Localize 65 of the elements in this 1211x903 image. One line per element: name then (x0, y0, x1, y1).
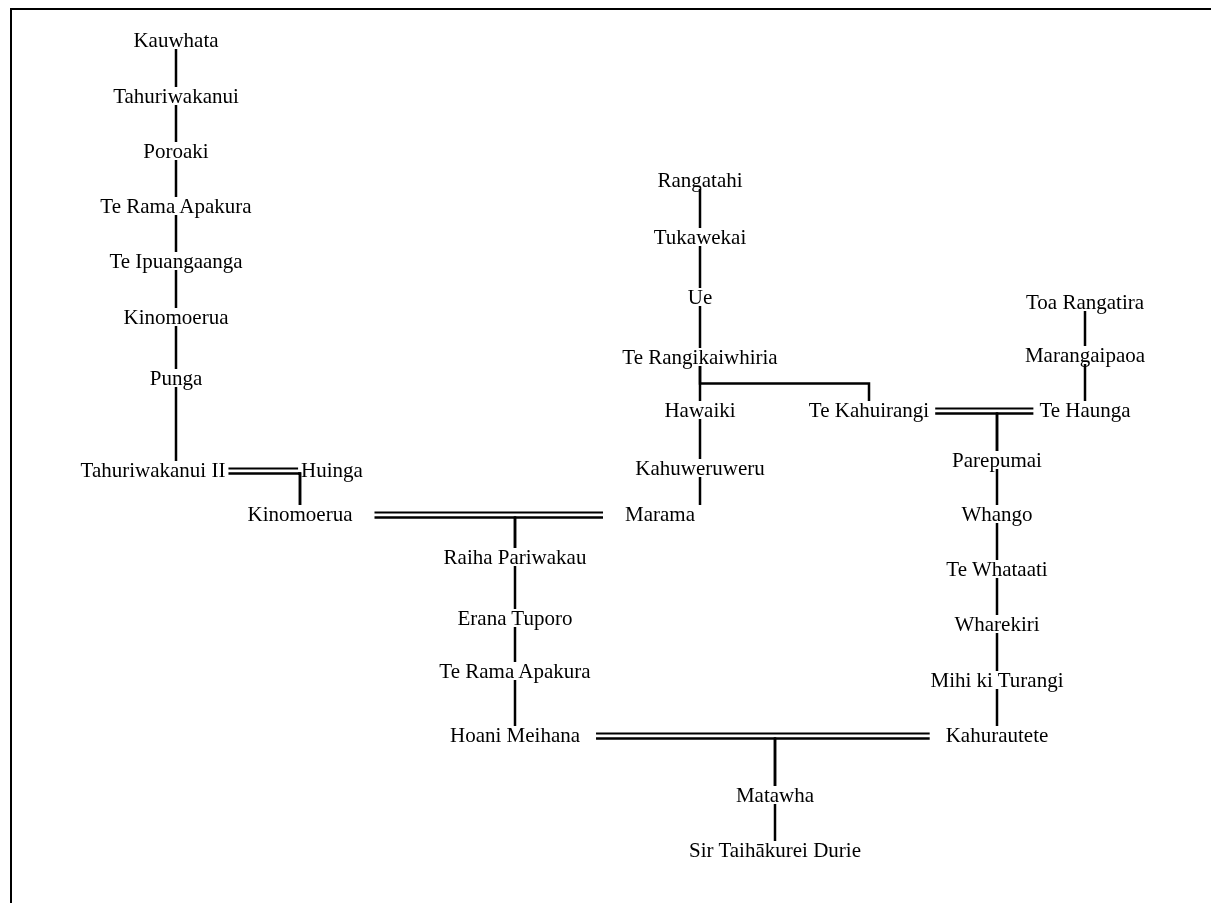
person-name: Hoani Meihana (450, 723, 580, 747)
person-name: Te Whataati (946, 557, 1048, 581)
descent-line (1083, 364, 1087, 401)
person-name: Te Ipuangaanga (109, 249, 243, 273)
person-name: Marama (625, 502, 695, 526)
person-name: Kahuweruweru (635, 456, 765, 480)
marriage-line (373, 511, 604, 514)
descent-line (698, 189, 702, 228)
descent-line (513, 566, 517, 609)
person-name: Marangaipaoa (1024, 343, 1146, 367)
marriage-line (595, 732, 931, 735)
descent-line (1083, 311, 1087, 346)
descent-line (995, 469, 999, 505)
marriage-line (934, 407, 1035, 410)
person-name: Whango (961, 502, 1033, 526)
descent-line (773, 737, 930, 786)
person-name: Kinomoerua (123, 305, 229, 329)
descent-line (513, 627, 517, 662)
descent-line (698, 246, 702, 288)
descent-line (995, 578, 999, 615)
person-name: Tukawekai (653, 225, 747, 249)
person-name: Rangatahi (657, 168, 743, 192)
descent-line (773, 804, 777, 841)
person-name: Te Haunga (1039, 398, 1131, 422)
descent-line (995, 689, 999, 726)
person-name: Tahuriwakanui (113, 84, 239, 108)
descent-line (995, 633, 999, 671)
person-name: Poroaki (143, 139, 209, 163)
descent-line (297, 472, 302, 505)
descent-line (995, 412, 1034, 451)
person-name: Te Rama Apakura (100, 194, 252, 218)
descent-line (698, 419, 702, 459)
person-name: Hawaiki (664, 398, 736, 422)
person-name: Parepumai (952, 448, 1042, 472)
descent-line (174, 160, 178, 197)
descent-line (698, 477, 702, 505)
person-name: Punga (149, 366, 203, 390)
person-name: Kinomoerua (247, 502, 353, 526)
person-name: Raiha Pariwakau (443, 545, 587, 569)
person-name: Sir Taihākurei Durie (689, 838, 861, 862)
descent-line (698, 306, 702, 348)
descent-line (174, 326, 178, 369)
person-name: Huinga (301, 458, 363, 482)
descent-line (174, 215, 178, 252)
descent-line (174, 105, 178, 142)
person-name: Kauwhata (133, 28, 219, 52)
person-name: Te Rangikaiwhiria (622, 345, 778, 369)
descent-line (995, 523, 999, 560)
descent-line (698, 366, 871, 401)
descent-line (513, 680, 517, 726)
person-name: Matawha (735, 783, 815, 807)
descent-line (174, 270, 178, 308)
person-name: Erana Tuporo (457, 606, 573, 630)
person-name: Mihi ki Turangi (930, 668, 1064, 692)
person-name: Te Kahuirangi (808, 398, 930, 422)
person-name: Ue (687, 285, 713, 309)
person-name: Wharekiri (954, 612, 1040, 636)
person-name: Kahurautete (945, 723, 1049, 747)
descent-line (513, 516, 603, 548)
descent-line (174, 49, 178, 87)
person-name: Toa Rangatira (1025, 290, 1145, 314)
descent-line (174, 387, 178, 461)
marriage-line (227, 467, 300, 470)
person-name: Tahuriwakanui II (80, 458, 226, 482)
person-name: Te Rama Apakura (439, 659, 591, 683)
